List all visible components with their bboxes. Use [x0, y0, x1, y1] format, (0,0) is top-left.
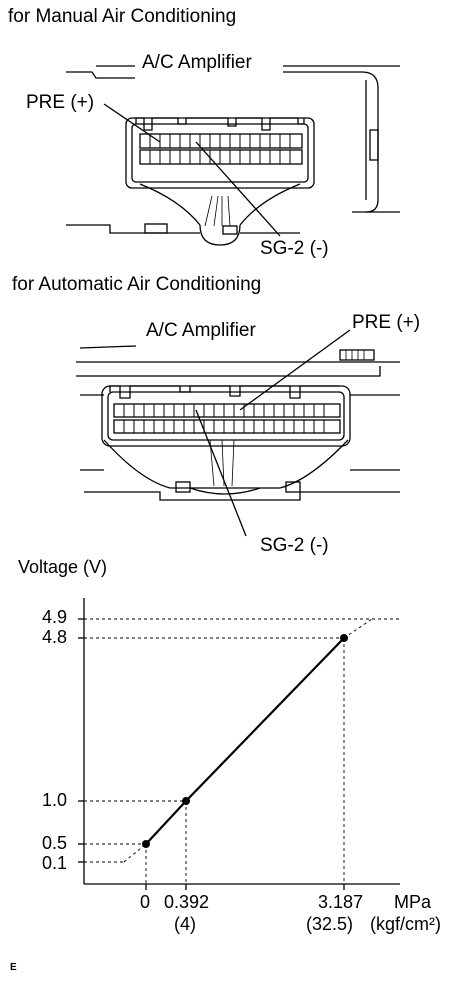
auto-pre-leader — [239, 329, 351, 411]
y-tick-4.8: 4.8 — [42, 627, 68, 647]
voltage-series-line — [145, 637, 345, 845]
auto-sg-label: SG-2 (-) — [260, 535, 329, 556]
manual-sg-leader — [195, 141, 281, 237]
x-unit-mpa: MPa — [394, 892, 432, 912]
manual-housing-top-left — [66, 71, 135, 79]
graph-ylabel: Voltage (V) — [18, 557, 108, 577]
x-tick-sub-4: (4) — [174, 914, 196, 934]
data-point — [340, 634, 348, 642]
data-point — [182, 797, 190, 805]
y-tick-1.0: 1.0 — [42, 790, 68, 810]
data-point — [142, 840, 150, 848]
extrapolation-low — [123, 843, 147, 863]
auto-pre-label: PRE (+) — [352, 312, 421, 333]
x-tick-0.392: 0.392 — [164, 892, 210, 912]
x-tick-3.187: 3.187 — [318, 892, 364, 912]
manual-section-title: for Manual Air Conditioning — [8, 6, 237, 27]
manual-sg-label: SG-2 (-) — [260, 238, 329, 259]
x-tick-0: 0 — [140, 892, 151, 912]
y-tick-0.1: 0.1 — [42, 853, 68, 873]
manual-pre-leader — [103, 103, 161, 143]
x-tick-sub-32.5: (32.5) — [306, 914, 354, 934]
x-unit-kgf: (kgf/cm²) — [370, 914, 441, 934]
extrapolation-high — [343, 618, 373, 639]
manual-pre-label: PRE (+) — [26, 92, 95, 113]
y-tick-4.9: 4.9 — [42, 607, 68, 627]
auto-sg-leader — [195, 409, 247, 537]
manual-amplifier-label: A/C Amplifier — [138, 52, 256, 74]
y-tick-0.5: 0.5 — [42, 833, 68, 853]
auto-section-title: for Automatic Air Conditioning — [12, 274, 262, 295]
footer-mark: E — [10, 962, 17, 973]
auto-amplifier-label: A/C Amplifier — [146, 320, 256, 341]
